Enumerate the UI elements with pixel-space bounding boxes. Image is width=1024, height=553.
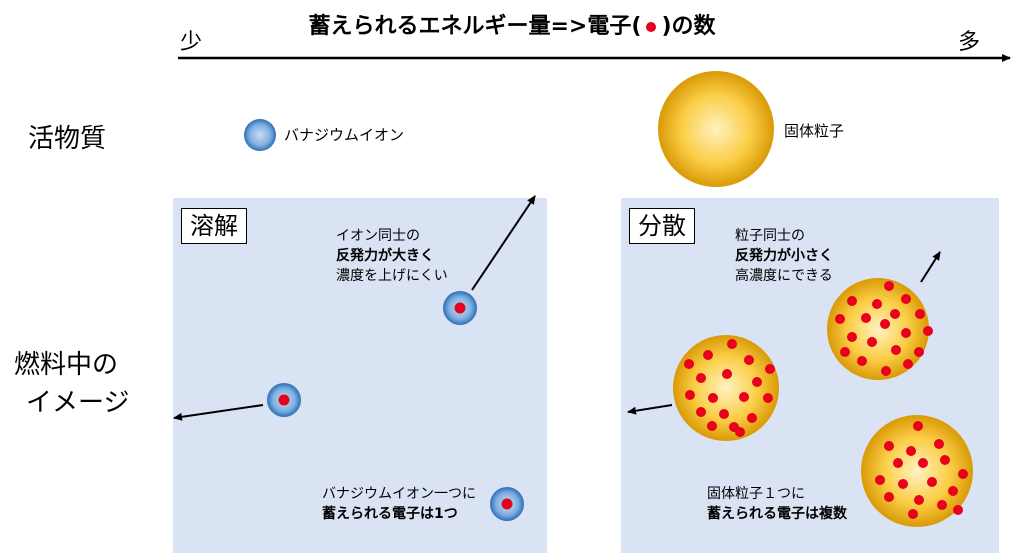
row-label-image-line1: 燃料中の <box>14 350 119 380</box>
dissolution-note: イオン同士の 反発力が大きく 濃度を上げにくい <box>336 226 448 286</box>
vanadium-ion-1 <box>443 291 477 325</box>
dispersion-note: 粒子同士の 反発力が小さく 高濃度にできる <box>735 226 833 286</box>
solid-particle-legend-icon <box>658 71 774 187</box>
dispersion-note-line2: 反発力が小さく <box>735 248 833 264</box>
dispersion-bottom-note: 固体粒子１つに 蓄えられる電子は複数 <box>707 484 847 524</box>
solid-particle-2 <box>673 335 779 441</box>
dispersion-label: 分散 <box>629 208 695 244</box>
axis-low-label: 少 <box>180 30 203 55</box>
repulsion-arrow-1 <box>471 195 536 291</box>
dissolution-note-line1: イオン同士の <box>336 228 420 244</box>
dispersion-bottom-line2: 蓄えられる電子は複数 <box>707 506 847 522</box>
row-label-active-material: 活物質 <box>28 124 107 154</box>
solid-particle-1 <box>827 278 933 380</box>
repulsion-arrow-2 <box>173 404 264 421</box>
repulsion-arrow-3 <box>920 251 941 283</box>
dispersion-bottom-line1: 固体粒子１つに <box>707 486 805 502</box>
dissolution-label: 溶解 <box>181 208 247 244</box>
dissolution-bottom-line2: 蓄えられる電子は1つ <box>322 506 458 522</box>
title-text-before: 蓄えられるエネルギー量=>電子( <box>308 14 642 39</box>
diagram-title: 蓄えられるエネルギー量=>電子( )の数 <box>0 8 1024 40</box>
vanadium-ion-2 <box>267 383 301 417</box>
vanadium-ion-legend-icon <box>244 119 276 151</box>
dispersion-note-line1: 粒子同士の <box>735 228 805 244</box>
title-text-after: )の数 <box>661 14 716 39</box>
row-label-image-line2: イメージ <box>26 388 130 418</box>
solid-particle-3 <box>861 415 973 527</box>
dissolution-panel <box>173 198 547 553</box>
axis-high-label: 多 <box>958 30 981 55</box>
solid-particle-legend-label: 固体粒子 <box>784 122 845 140</box>
dissolution-bottom-note: バナジウムイオン一つに 蓄えられる電子は1つ <box>322 484 476 524</box>
title-electron-icon <box>646 22 657 32</box>
vanadium-ion-3 <box>490 487 524 521</box>
dissolution-note-line3: 濃度を上げにくい <box>336 268 448 284</box>
dispersion-note-line3: 高濃度にできる <box>735 268 833 284</box>
dissolution-note-line2: 反発力が大きく <box>336 248 434 264</box>
vanadium-ion-legend-label: バナジウムイオン <box>284 126 405 144</box>
repulsion-arrow-4 <box>627 404 673 415</box>
dissolution-bottom-line1: バナジウムイオン一つに <box>322 486 476 502</box>
